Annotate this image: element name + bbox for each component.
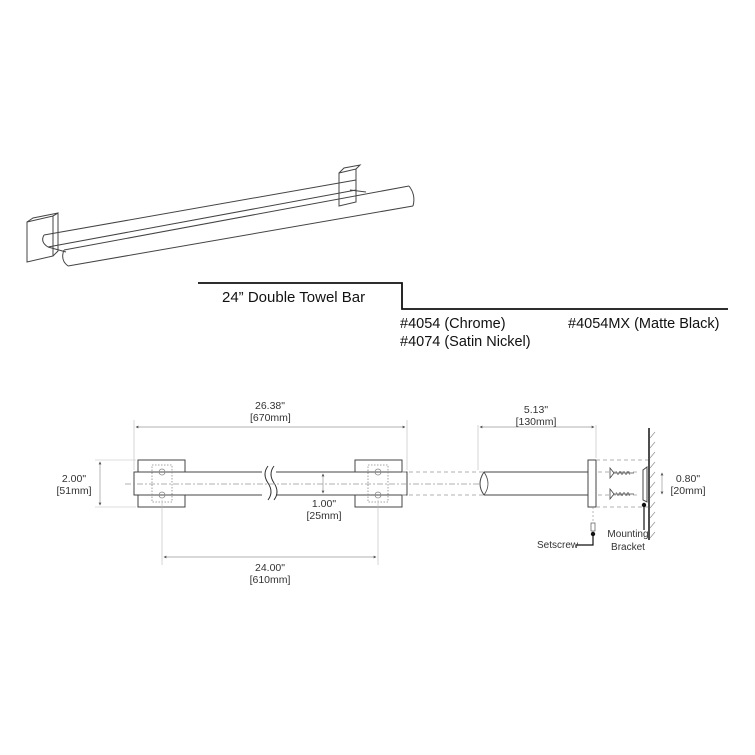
- dim-overall-width-mm: [670mm]: [250, 412, 291, 424]
- model-matte-black: #4054MX (Matte Black): [568, 316, 720, 332]
- dim-projection-mm: [130mm]: [515, 416, 557, 428]
- dim-bracket-height-mm: [20mm]: [670, 485, 706, 497]
- callout-mounting-bracket-line2: Bracket: [611, 542, 645, 553]
- dim-overall-width-in: 26.38": [254, 400, 285, 412]
- mounting-bracket-shape: [642, 466, 648, 503]
- dim-bracket-height-in: 0.80": [675, 473, 701, 485]
- dim-center-to-center: 24.00" [610mm]: [248, 562, 292, 586]
- dim-flange-height: 2.00" [51mm]: [52, 473, 96, 497]
- model-chrome: #4054 (Chrome): [400, 316, 506, 332]
- dim-bracket-height: 0.80" [20mm]: [666, 473, 710, 497]
- dim-bar-diameter: 1.00" [25mm]: [302, 498, 346, 522]
- dim-overall-width: 26.38" [670mm]: [250, 400, 291, 424]
- wall-hatching: [649, 431, 656, 539]
- dim-flange-height-mm: [51mm]: [56, 485, 92, 497]
- screw-icon: [609, 466, 634, 501]
- dim-bar-diameter-in: 1.00": [311, 498, 337, 510]
- dim-flange-height-in: 2.00": [61, 473, 87, 485]
- dim-projection-in: 5.13": [523, 404, 549, 416]
- callout-setscrew: Setscrew: [537, 540, 579, 551]
- dim-bar-diameter-mm: [25mm]: [306, 510, 342, 522]
- side-view: [477, 425, 664, 546]
- setscrew-icon: [590, 522, 596, 532]
- callout-mounting-bracket-line1: Mounting: [607, 529, 649, 540]
- dim-center-to-center-in: 24.00": [254, 562, 285, 574]
- dim-projection: 5.13" [130mm]: [514, 404, 558, 428]
- model-satin-nickel: #4074 (Satin Nickel): [400, 334, 531, 350]
- title-divider-line: [198, 282, 728, 310]
- towel-bar-perspective-illustration: [26, 164, 415, 267]
- callout-mounting-bracket: Mounting Bracket: [606, 528, 650, 554]
- dim-center-to-center-mm: [610mm]: [249, 574, 291, 586]
- product-title: 24” Double Towel Bar: [222, 289, 366, 306]
- front-view: [95, 420, 640, 565]
